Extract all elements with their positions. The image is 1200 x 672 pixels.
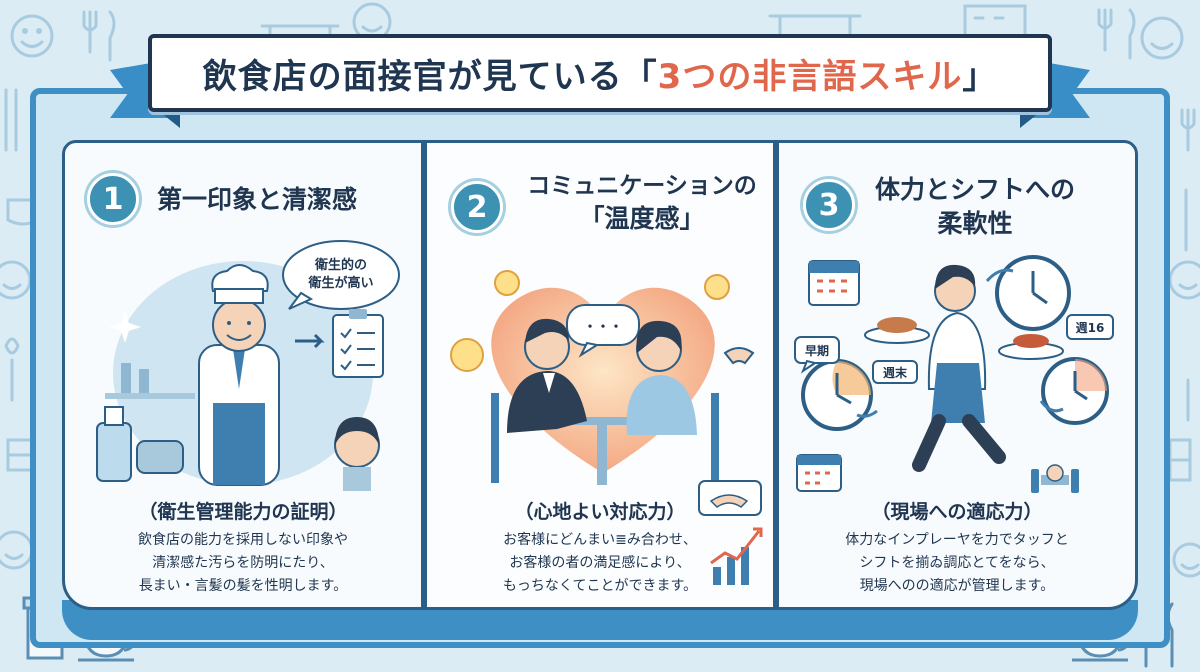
panel-title-line: コミュニケーションの — [527, 173, 757, 199]
panel-title-line: 柔軟性 — [937, 208, 1013, 238]
smiley-icon — [1140, 16, 1184, 60]
fork-icon — [82, 10, 98, 54]
dumbbell-icon — [1031, 464, 1079, 493]
panel-subtitle: （心地よい対応力） — [514, 501, 686, 523]
checklist-icon — [332, 309, 384, 378]
smiley-icon — [450, 338, 484, 372]
arrow-right-icon — [295, 333, 325, 349]
table — [547, 417, 657, 425]
waitress-illustration: 週16 早期 週末 — [794, 255, 1114, 493]
smiley-icon — [10, 14, 54, 58]
chat-bubble-icon: ・・・ — [566, 304, 640, 358]
panel-number-badge: 2 — [451, 181, 503, 233]
conversation-illustration: ・・・ — [450, 270, 755, 485]
description-line: お客様にどんまい≣み合わせ、 — [503, 532, 697, 548]
description-line: 現場へのの適応が管理します。 — [859, 578, 1055, 595]
clock-icon — [1041, 357, 1109, 425]
fork-icon — [1180, 108, 1196, 152]
description-line: 清潔感た汚らを防明にたり、 — [152, 555, 334, 572]
arrow-icon — [856, 409, 878, 418]
smiley-icon — [1172, 542, 1200, 578]
title-close-bracket: 」 — [962, 56, 998, 97]
description-line: お客様の者の満足感により、 — [509, 555, 691, 572]
smiley-icon — [1168, 260, 1200, 300]
handshake-badge — [698, 480, 762, 516]
fork-icon — [1097, 8, 1113, 52]
svg-text:早期: 早期 — [805, 343, 829, 358]
customer-figure — [334, 417, 380, 491]
panel-description: 体力なインプレーヤを力でタッフと シフトを揃ゐ調応とてをなら、 現場へのの適応が… — [779, 529, 1135, 598]
panel-description: 飲食店の能力を採用しない印象や 清潔感た汚らを防明にたり、 長まい・言髪の髪を性… — [65, 529, 421, 598]
panel-subtitle: （衛生管理能力の証明） — [138, 501, 348, 523]
panel-title: コミュニケーションの 「温度感」 — [517, 171, 767, 236]
panel-number-badge: 3 — [803, 179, 855, 231]
knife-icon — [1128, 8, 1136, 60]
sponge-icon — [136, 440, 184, 474]
handshake-icon — [723, 347, 755, 365]
panel-stamina-flexibility: 3 体力とシフトへの 柔軟性 — [776, 140, 1138, 610]
description-line: 飲食店の能力を採用しない印象や — [138, 532, 348, 548]
title-accent: 3つの非言語スキル — [657, 56, 963, 97]
title-main: 飲食店の面接官が見ている「 — [202, 56, 658, 97]
spoon-icon — [4, 337, 20, 402]
bottle-icon — [4, 88, 18, 152]
calendar-icon — [796, 454, 842, 492]
svg-text:週末: 週末 — [883, 365, 908, 380]
arrow-icon — [985, 268, 1014, 283]
arrow-icon — [1039, 400, 1064, 413]
panel-number-badge: 1 — [87, 173, 139, 225]
spray-bottle-icon — [96, 406, 132, 482]
panel-description: お客様にどんまい≣み合わせ、 お客様の者の満足感により、 もっちなくてことができ… — [427, 529, 773, 598]
smiley-icon — [704, 274, 730, 300]
tag-week16: 週16 — [1066, 314, 1114, 340]
businessman-figure — [491, 318, 587, 483]
waitress-figure — [864, 264, 1064, 472]
chef-illustration: 衛生的の 衛生が高い — [96, 240, 400, 491]
growth-chart-icon — [710, 527, 763, 585]
clock-icon — [801, 359, 873, 431]
description-line: 体力なインプレーヤを力でタッフと — [845, 532, 1069, 548]
svg-text:週16: 週16 — [1076, 320, 1105, 335]
description-line: シフトを揃ゐ調応とてをなら、 — [859, 555, 1055, 572]
panel-first-impression: 1 第一印象と清潔感 — [62, 140, 424, 610]
panel-title-line: 第一印象と清潔感 — [157, 185, 358, 214]
description-line: 長まい・言髪の髪を性明します。 — [138, 578, 348, 595]
smiley-icon — [0, 260, 32, 300]
smiley-icon — [0, 530, 34, 570]
panel-title-line: 「温度感」 — [579, 204, 705, 234]
open-book: 1 第一印象と清潔感 — [62, 140, 1138, 640]
panel-title-line: 体力とシフトへの — [875, 175, 1076, 204]
title-banner: 飲食店の面接官が見ている「3つの非言語スキル」 — [148, 34, 1052, 112]
panel-communication: 2 コミュニケーションの 「温度感」 ・・・ — [424, 140, 776, 610]
sparkle-icon — [109, 311, 141, 343]
speech-bubble: 衛生的の 衛生が高い — [282, 240, 400, 310]
svg-text:衛生が高い: 衛生が高い — [307, 275, 373, 291]
tag-weekend: 週末 — [872, 360, 918, 384]
calendar-icon — [808, 260, 860, 306]
description-line: もっちなくてことができます。 — [502, 578, 698, 595]
chef-figure — [198, 264, 280, 486]
panel-title: 第一印象と清潔感 — [157, 183, 357, 217]
panel-subtitle: （現場への適応力） — [871, 501, 1043, 523]
speech-bubble: 早期 — [794, 336, 840, 374]
woman-figure — [626, 320, 719, 483]
page-title: 飲食店の面接官が見ている「3つの非言語スキル」 — [203, 49, 998, 98]
svg-text:衛生的の: 衛生的の — [314, 257, 367, 273]
clock-icon — [995, 255, 1071, 331]
svg-text:・・・: ・・・ — [583, 320, 622, 335]
panel-title: 体力とシフトへの 柔軟性 — [875, 173, 1075, 241]
smiley-icon — [494, 270, 520, 296]
knife-icon — [108, 10, 116, 62]
